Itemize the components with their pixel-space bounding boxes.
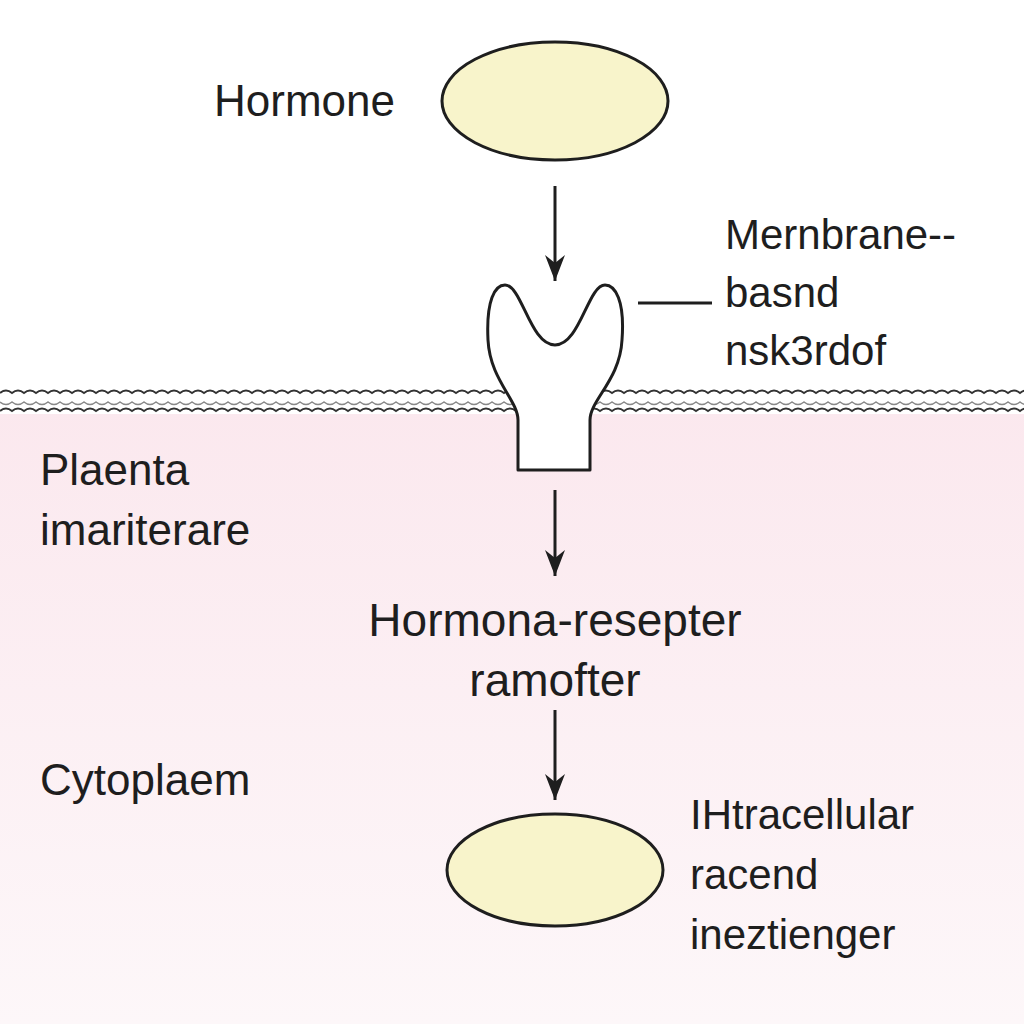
- shape-outline: [482, 283, 628, 472]
- node-text: Hormone: [214, 71, 395, 131]
- messenger-ellipse: IHtracellular racend ineztienger: [445, 812, 665, 928]
- leader-line: [638, 302, 712, 305]
- shape-outline: [445, 812, 665, 928]
- region-label: Plaenta imariterare: [40, 440, 320, 560]
- membrane-edge: [0, 409, 1024, 412]
- ellipse-outline: [447, 814, 663, 926]
- region-label: Cytoplaem: [40, 750, 340, 810]
- node-text: Mernbrane-- basnd nsk3rdof: [725, 206, 987, 380]
- complex-label: Hormona-resepter ramofter: [320, 590, 790, 710]
- shape-outline: [440, 40, 670, 162]
- cytoplasm-area: [0, 403, 1024, 1024]
- receptor-outline: [488, 285, 623, 470]
- ellipse-outline: [442, 42, 668, 160]
- receptor-shape: Mernbrane-- basnd nsk3rdof: [482, 283, 628, 472]
- flow-arrow: [554, 186, 557, 281]
- flow-arrow: [554, 710, 557, 800]
- hormone-ellipse: Hormone: [440, 40, 670, 162]
- node-text: IHtracellular racend ineztienger: [690, 785, 1010, 965]
- node-text: Hormona-resepter ramofter: [320, 590, 790, 710]
- flow-arrow: [554, 490, 557, 576]
